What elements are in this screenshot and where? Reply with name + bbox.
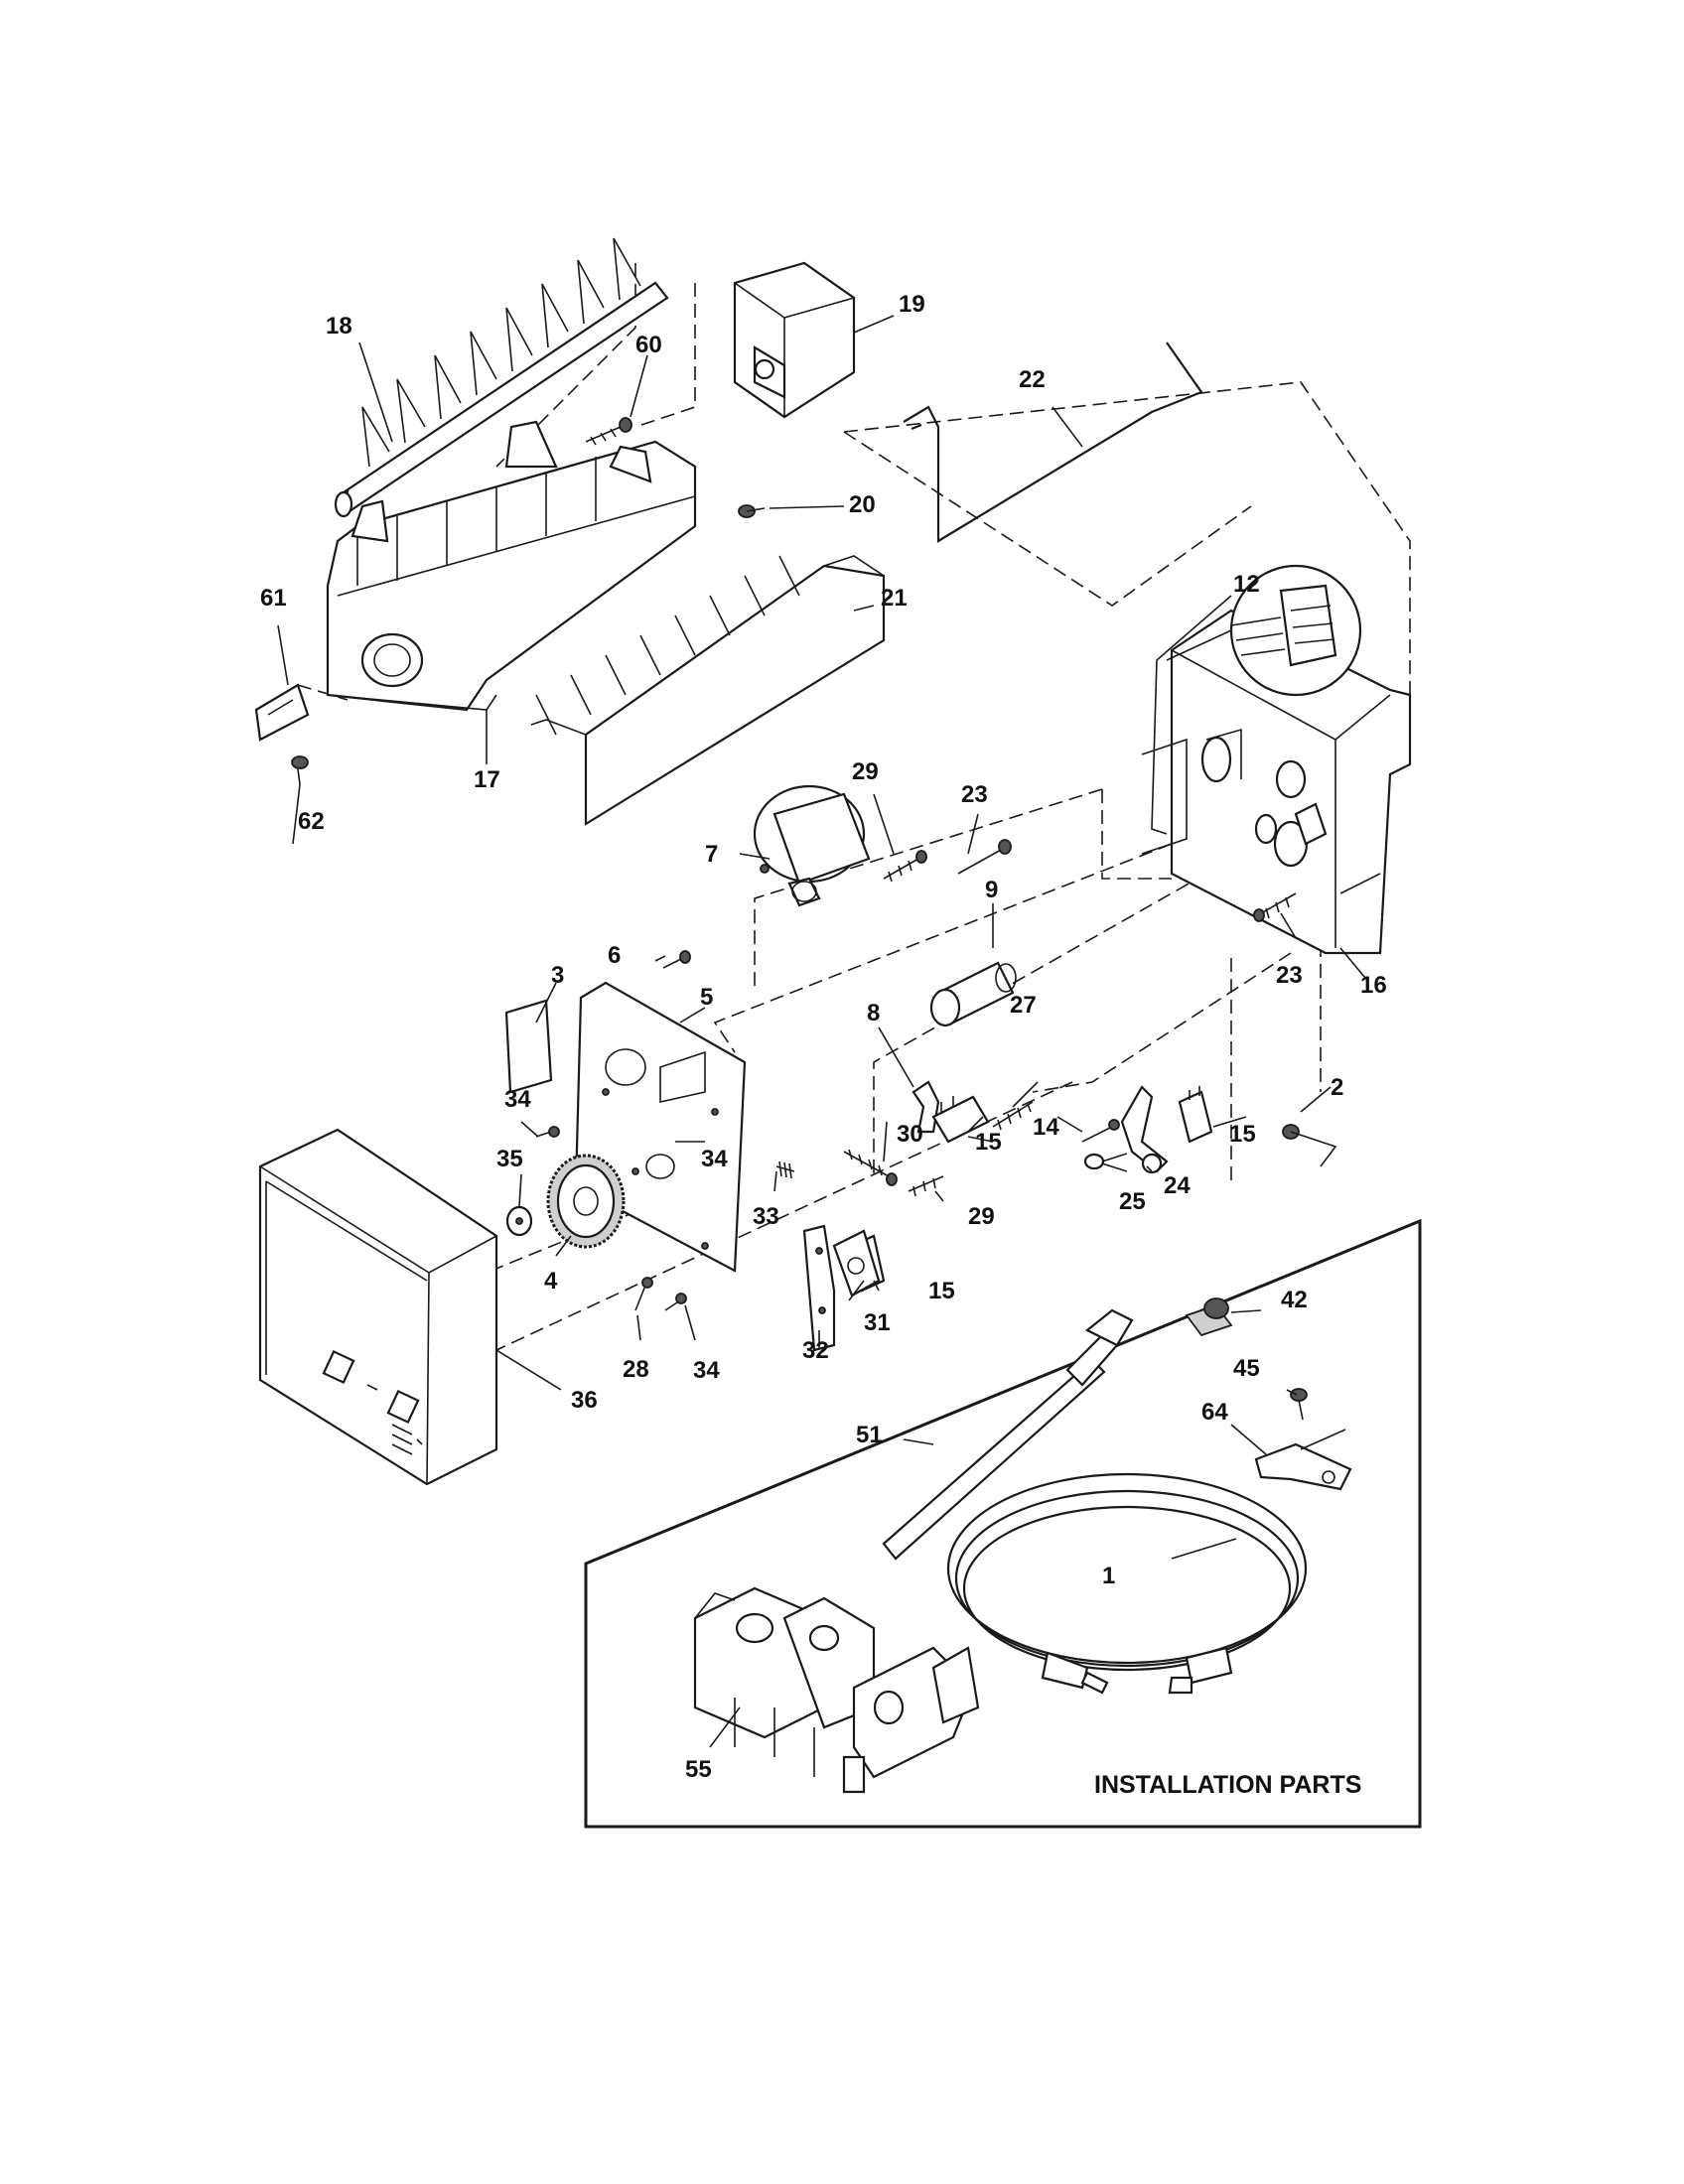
label-part-62: 62 [298, 808, 325, 835]
switch-insulator-part [832, 1229, 881, 1297]
screw-20 [738, 504, 766, 518]
spring-33 [775, 1160, 795, 1179]
control-housing-part [1141, 609, 1412, 955]
label-part-55: 55 [685, 1756, 712, 1783]
screw-25 [1083, 1153, 1128, 1170]
switch-15b [1178, 1086, 1213, 1144]
label-part-28: 28 [623, 1356, 649, 1383]
screw-29-lower [908, 1175, 944, 1197]
label-part-25: 25 [1119, 1188, 1146, 1215]
label-part-24: 24 [1164, 1172, 1191, 1199]
label-part-4: 4 [544, 1268, 558, 1295]
label-part-15a: 15 [975, 1129, 1002, 1156]
clip-part-42 [1185, 1297, 1233, 1337]
label-part-15c: 15 [928, 1278, 955, 1304]
label-part-23b: 23 [1276, 962, 1303, 989]
motor-part [753, 784, 871, 907]
label-part-30: 30 [897, 1121, 923, 1148]
front-cover-part [258, 1128, 498, 1486]
screw-34a [535, 1126, 560, 1138]
water-line-coil-part-1 [946, 1472, 1308, 1695]
screw-30 [843, 1149, 898, 1186]
label-part-14: 14 [1033, 1114, 1059, 1141]
label-part-34a: 34 [504, 1086, 531, 1113]
switch-15a [931, 1095, 990, 1144]
label-part-3: 3 [551, 962, 564, 989]
water-valve-part-55 [693, 1586, 980, 1794]
label-part-60: 60 [635, 332, 662, 358]
label-part-31: 31 [864, 1309, 891, 1336]
gear-part [546, 1154, 626, 1249]
label-part-61: 61 [260, 585, 287, 612]
label-part-34c: 34 [693, 1357, 720, 1384]
screw-28 [634, 1277, 653, 1311]
screw-6 [662, 950, 691, 969]
screw-45 [1290, 1388, 1308, 1421]
label-part-21: 21 [881, 585, 908, 612]
label-part-18: 18 [326, 313, 352, 340]
label-part-22: 22 [1019, 366, 1046, 393]
label-part-29a: 29 [852, 758, 879, 785]
label-part-27: 27 [1010, 992, 1037, 1019]
mold-cover-part [733, 261, 856, 419]
label-part-23a: 23 [961, 781, 988, 808]
insulator-part [504, 999, 553, 1094]
screw-2 [1282, 1124, 1337, 1167]
label-part-17: 17 [474, 766, 500, 793]
label-part-20: 20 [849, 491, 876, 518]
screw-27 [992, 1101, 1034, 1131]
label-part-16: 16 [1360, 972, 1387, 999]
shutoff-arm-part [903, 341, 1203, 543]
thermostat-part [929, 961, 1017, 1027]
washer-part [505, 1205, 533, 1237]
label-part-32: 32 [802, 1337, 829, 1364]
label-part-6: 6 [608, 942, 621, 969]
label-part-29b: 29 [968, 1203, 995, 1230]
part-number-labels: 1 2 3 4 5 6 7 8 9 12 14 15 15 15 16 17 1… [260, 291, 1387, 1799]
ejector-comb-part [334, 237, 669, 518]
label-part-9: 9 [985, 877, 998, 903]
switch-bracket-part [802, 1224, 836, 1352]
label-part-5: 5 [700, 984, 713, 1011]
label-part-7: 7 [705, 841, 718, 868]
clamp-part-64 [1254, 1429, 1352, 1491]
label-part-36: 36 [571, 1387, 598, 1414]
screw-34c [664, 1293, 687, 1311]
screw-14 [1081, 1119, 1120, 1143]
label-part-45: 45 [1233, 1355, 1260, 1382]
label-part-15b: 15 [1229, 1121, 1256, 1148]
label-part-19: 19 [899, 291, 925, 318]
installation-parts-panel [584, 1218, 1422, 1829]
screw-23-upper [957, 839, 1012, 875]
label-part-2: 2 [1331, 1074, 1343, 1101]
label-part-42: 42 [1281, 1287, 1308, 1313]
screw-29-upper [883, 850, 927, 883]
label-part-33: 33 [753, 1203, 779, 1230]
screw-60 [585, 417, 632, 446]
lever-part [912, 1080, 940, 1134]
wire-harness-detail [1166, 564, 1362, 697]
fill-tube-part-51 [882, 1308, 1134, 1561]
installation-parts-caption: INSTALLATION PARTS [1094, 1771, 1361, 1799]
lever-arm-part [1120, 1085, 1169, 1174]
screw-23-lower [1253, 892, 1297, 922]
screw-62 [291, 755, 309, 785]
ice-mold-part [326, 420, 697, 712]
label-part-8: 8 [867, 1000, 880, 1026]
label-part-51: 51 [856, 1422, 883, 1448]
label-part-12: 12 [1233, 571, 1260, 598]
leader-lines [277, 315, 1366, 1748]
label-part-64: 64 [1201, 1399, 1228, 1426]
label-part-34b: 34 [701, 1146, 728, 1172]
mold-shield-part [530, 555, 886, 826]
bracket-part [254, 683, 310, 742]
label-part-35: 35 [496, 1146, 523, 1172]
label-part-1: 1 [1102, 1563, 1115, 1589]
